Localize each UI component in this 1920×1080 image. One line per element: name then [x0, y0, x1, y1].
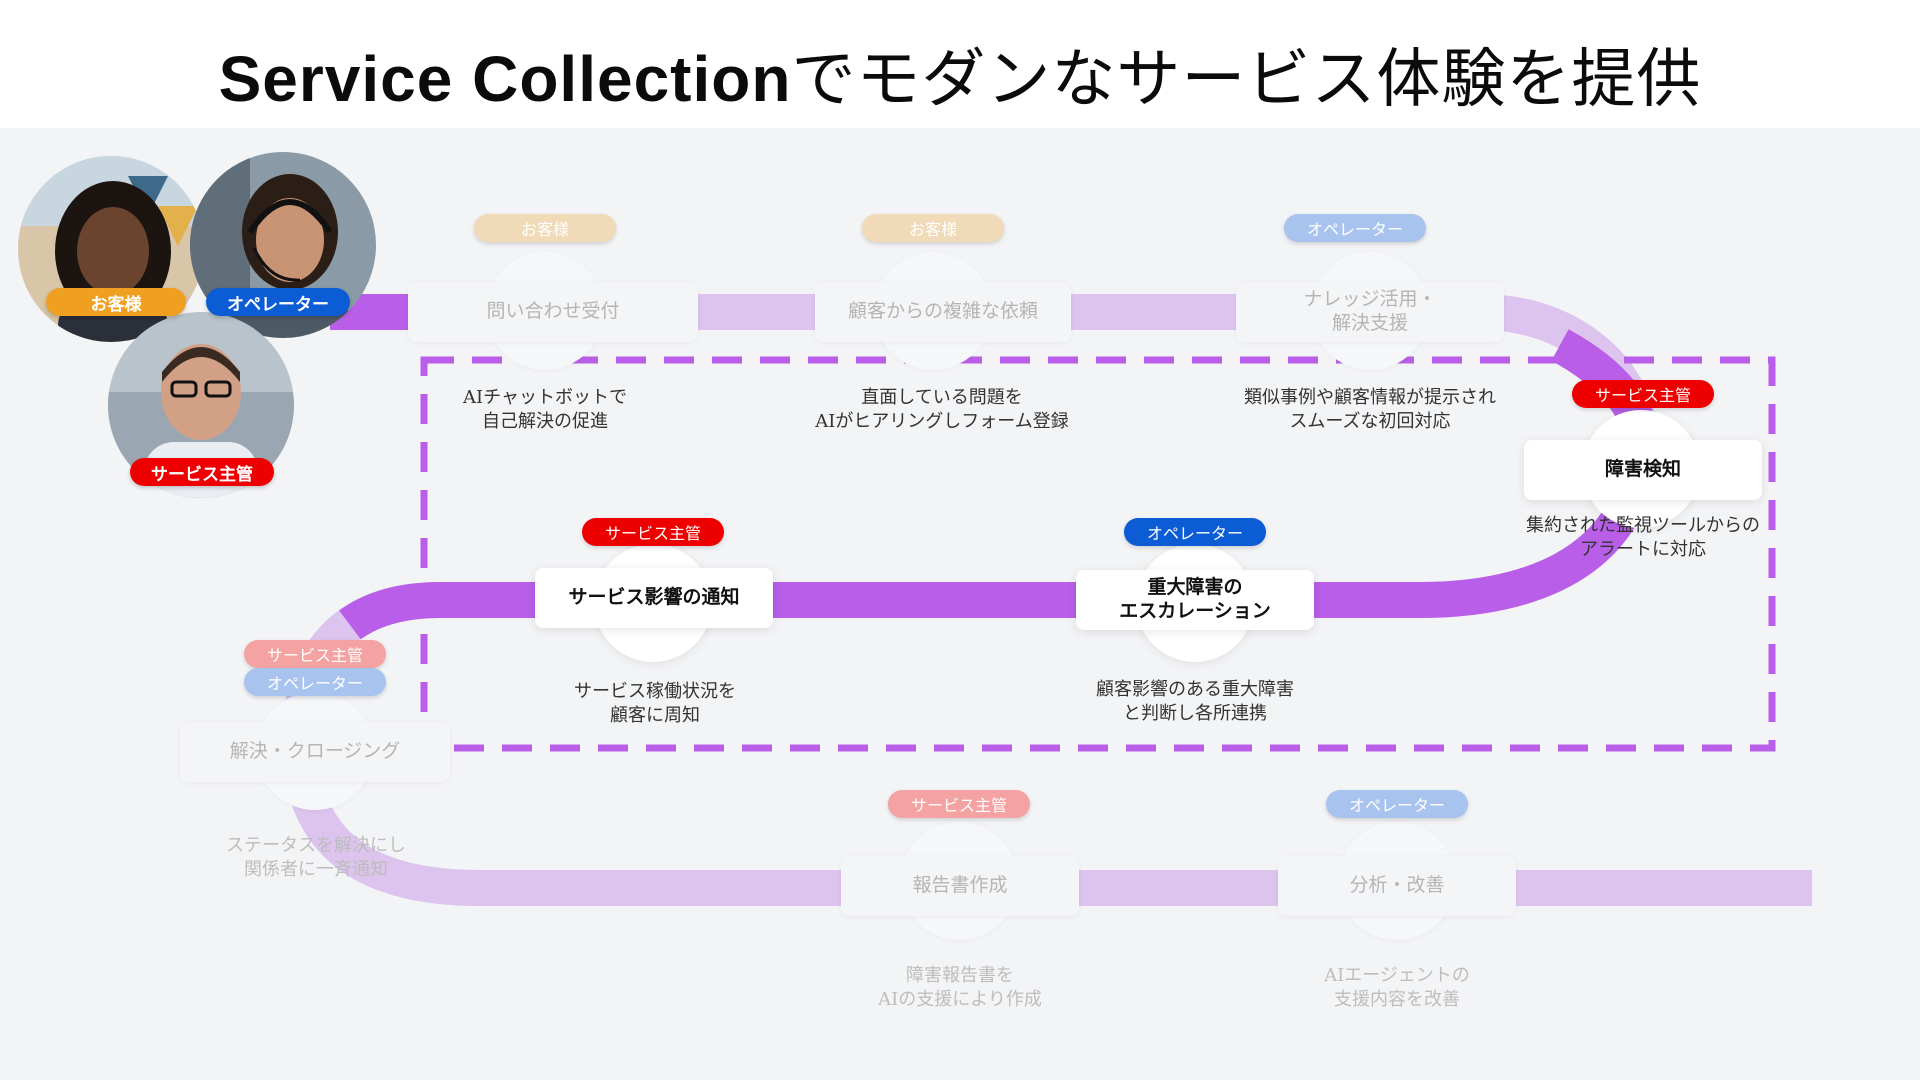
step-3-card: ナレッジ活用・解決支援 [1236, 282, 1504, 342]
header [0, 0, 1920, 128]
page-title: Service Collectionでモダンなサービス体験を提供 [218, 43, 1702, 117]
step-7-description: ステータスを解決にし関係者に一斉通知 [226, 835, 406, 881]
focus-area [420, 356, 1776, 752]
step-4-role-badge: サービス主管 [1572, 380, 1714, 408]
step-3-role-badge: オペレーター [1284, 214, 1426, 242]
step-4-description: 集約された監視ツールからのアラートに対応 [1526, 515, 1760, 561]
step-6-role-badge: サービス主管 [582, 518, 724, 546]
step-1-card: 問い合わせ受付 [408, 282, 698, 342]
step-7-card: 解決・クロージング [180, 722, 450, 782]
persona-badge-service-manager: サービス主管 [130, 458, 274, 486]
step-1-description: AIチャットボットで自己解決の促進 [463, 387, 627, 433]
step-6-description: サービス稼働状況を顧客に周知 [574, 681, 736, 727]
persona-badge-customer: お客様 [46, 288, 186, 316]
step-9-role-badge: オペレーター [1326, 790, 1468, 818]
step-3-description: 類似事例や顧客情報が提示されスムーズな初回対応 [1244, 387, 1496, 433]
step-8-card: 報告書作成 [841, 856, 1079, 916]
step-5-description: 顧客影響のある重大障害と判断し各所連携 [1096, 679, 1294, 725]
step-2-card: 顧客からの複雑な依頼 [815, 282, 1071, 342]
step-9-description: AIエージェントの支援内容を改善 [1324, 965, 1470, 1011]
step-2-role-badge: お客様 [862, 214, 1004, 242]
step-7-role-badge-2: オペレーター [244, 668, 386, 696]
step-1-role-badge: お客様 [474, 214, 616, 242]
step-8-role-badge: サービス主管 [888, 790, 1030, 818]
step-5-role-badge: オペレーター [1124, 518, 1266, 546]
step-4-card: 障害検知 [1524, 440, 1762, 500]
persona-badge-operator: オペレーター [206, 288, 350, 316]
step-5-card: 重大障害のエスカレーション [1076, 570, 1314, 630]
step-9-card: 分析・改善 [1278, 856, 1516, 916]
step-7-role-badge-1: サービス主管 [244, 640, 386, 668]
flow-curve-left-active [339, 582, 441, 640]
step-6-card: サービス影響の通知 [535, 568, 773, 628]
